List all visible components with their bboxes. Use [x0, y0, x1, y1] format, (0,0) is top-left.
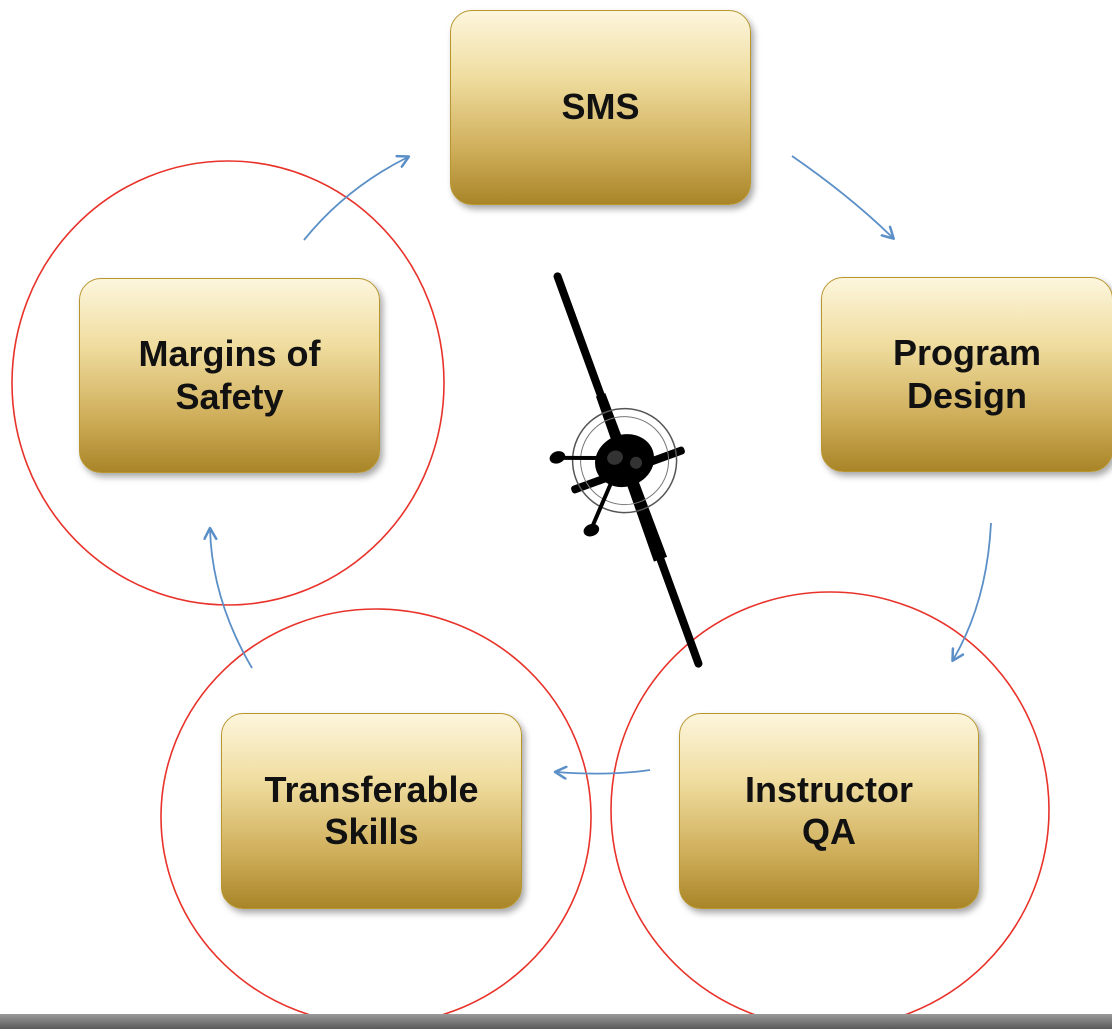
arrow-transferable-to-margins	[210, 529, 253, 669]
node-transferable-skills-label: Transferable Skills	[264, 768, 479, 852]
footer-bar	[0, 1014, 1112, 1029]
node-transferable-skills: Transferable Skills	[221, 713, 522, 909]
arrow-program-to-instructor	[953, 522, 992, 660]
node-instructor-qa-label: Instructor QA	[744, 768, 913, 852]
arrow-instructor-to-transferable	[556, 770, 651, 774]
node-margins-of-safety: Margins of Safety	[79, 278, 380, 473]
node-margins-of-safety-label: Margins of Safety	[138, 333, 321, 417]
node-program-design-label: Program Design	[892, 332, 1042, 416]
arrow-sms-to-program	[791, 155, 893, 238]
node-instructor-qa: Instructor QA	[679, 713, 979, 909]
highlight-circle-margins	[11, 160, 445, 606]
node-sms: SMS	[450, 10, 751, 205]
node-sms-label: SMS	[561, 86, 640, 128]
node-program-design: Program Design	[821, 277, 1112, 472]
arrow-margins-to-sms	[303, 157, 408, 241]
